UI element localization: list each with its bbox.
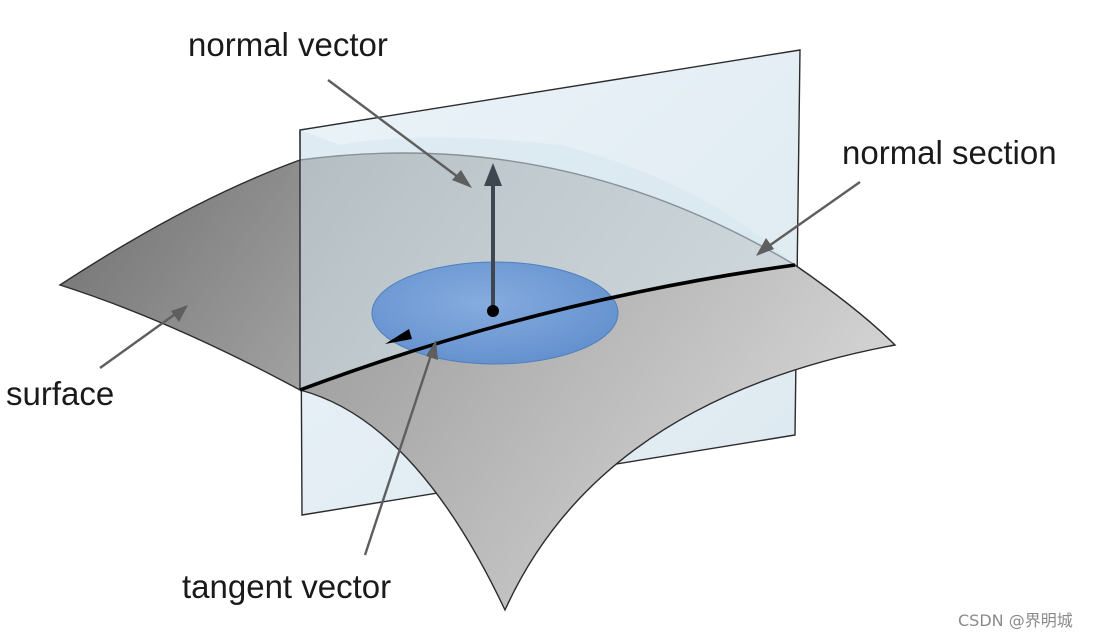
label-normal-vector: normal vector xyxy=(188,26,388,63)
normal-section-curve xyxy=(299,263,796,392)
pointer-tangent-vector-arrowhead xyxy=(426,340,438,360)
label-normal-section: normal section xyxy=(842,134,1057,171)
contact-point xyxy=(487,305,499,317)
pointer-tangent-vector xyxy=(363,351,434,556)
pointer-normal-vector-arrowhead xyxy=(452,170,472,188)
pointer-normal-section xyxy=(765,181,861,249)
watermark: CSDN @界明城 xyxy=(958,611,1073,630)
pointer-surface xyxy=(99,311,179,369)
normal-vector-arrowhead xyxy=(484,163,502,186)
tangent-vector-arrowhead xyxy=(385,329,412,344)
pointer-surface-arrowhead xyxy=(171,305,188,322)
label-tangent-vector: tangent vector xyxy=(182,568,391,605)
pointer-normal-section-arrowhead xyxy=(756,238,774,256)
label-surface: surface xyxy=(6,375,114,412)
pointer-normal-vector xyxy=(327,79,463,181)
